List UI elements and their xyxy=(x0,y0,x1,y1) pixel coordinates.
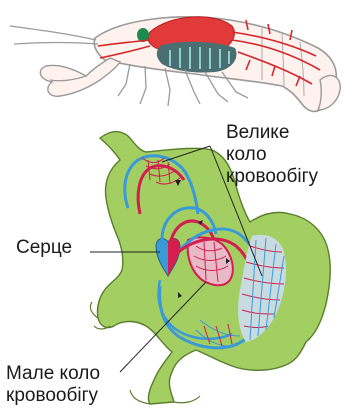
crayfish-tail xyxy=(318,75,340,110)
great-circle-label: Велике коло кровообігу xyxy=(226,122,318,188)
small-circle-label-line-1: Мале коло xyxy=(6,363,100,385)
great-circle-label-line-2: коло xyxy=(226,144,318,166)
small-circle-label-line-2: кровообігу xyxy=(6,385,100,407)
small-circle-label: Мале коло кровообігу xyxy=(6,363,100,407)
great-circle-label-line-3: кровообігу xyxy=(226,166,318,188)
crayfish-claw xyxy=(40,58,120,96)
heart-label: Серце xyxy=(16,237,72,259)
crayfish-illustration xyxy=(10,17,340,112)
great-circle-label-line-1: Велике xyxy=(226,122,318,144)
